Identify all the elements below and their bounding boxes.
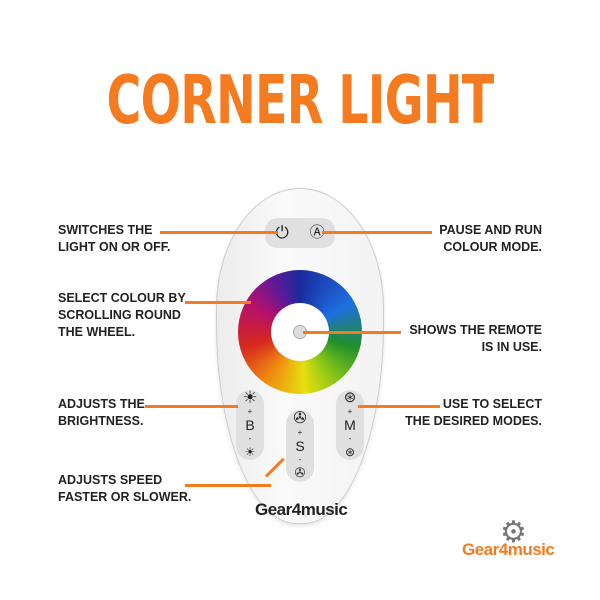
page-title: CORNER LIGHT (106, 60, 495, 140)
leader-line (322, 231, 432, 234)
fan-icon[interactable]: ✇ (293, 409, 307, 427)
label-power: SWITCHES THE LIGHT ON OR OFF. (58, 223, 171, 254)
brightness-panel: ☀ + B - ☀ (236, 388, 264, 460)
minus-label: - (298, 455, 302, 465)
leader-line (185, 484, 271, 487)
plus-label: + (247, 407, 253, 417)
brightness-letter: B (245, 416, 255, 433)
speed-panel: ✇ + S - ✇ (286, 410, 314, 482)
plus-label: + (297, 427, 303, 437)
label-pause: PAUSE AND RUN COLOUR MODE. (439, 223, 542, 254)
label-speed: ADJUSTS SPEED FASTER OR SLOWER. (58, 473, 192, 504)
rgb-circles-icon[interactable]: ⊛ (344, 444, 356, 459)
rgb-circles-icon[interactable]: ⊛ (343, 389, 357, 407)
gear-icon: ⚙ (500, 516, 527, 549)
minus-label: - (248, 433, 252, 443)
label-wheel: SELECT COLOUR BY SCROLLING ROUND THE WHE… (58, 291, 186, 339)
label-indicator: SHOWS THE REMOTE IS IN USE. (409, 323, 542, 354)
leader-line (185, 301, 251, 304)
mode-panel: ⊛ + M - ⊛ (336, 390, 364, 460)
label-brightness: ADJUSTS THE BRIGHTNESS. (58, 397, 145, 428)
leader-line (160, 231, 278, 234)
plus-label: + (347, 407, 353, 417)
auto-cycle-icon[interactable]: Ⓐ (309, 224, 325, 241)
mode-letter: M (344, 416, 356, 433)
remote-brand: Gear4music (255, 500, 348, 519)
power-icon[interactable]: ⏻ (275, 223, 289, 242)
sun-icon[interactable]: ☀ (242, 388, 258, 408)
speed-letter: S (295, 437, 305, 454)
minus-label: - (348, 433, 352, 443)
leader-line (358, 405, 440, 408)
sun-icon[interactable]: ☀ (244, 444, 256, 459)
fan-icon[interactable]: ✇ (294, 465, 306, 481)
gear4music-logo: Gear4music (462, 540, 555, 559)
label-modes: USE TO SELECT THE DESIRED MODES. (405, 397, 542, 428)
leader-line (145, 405, 238, 408)
leader-line (303, 331, 401, 334)
